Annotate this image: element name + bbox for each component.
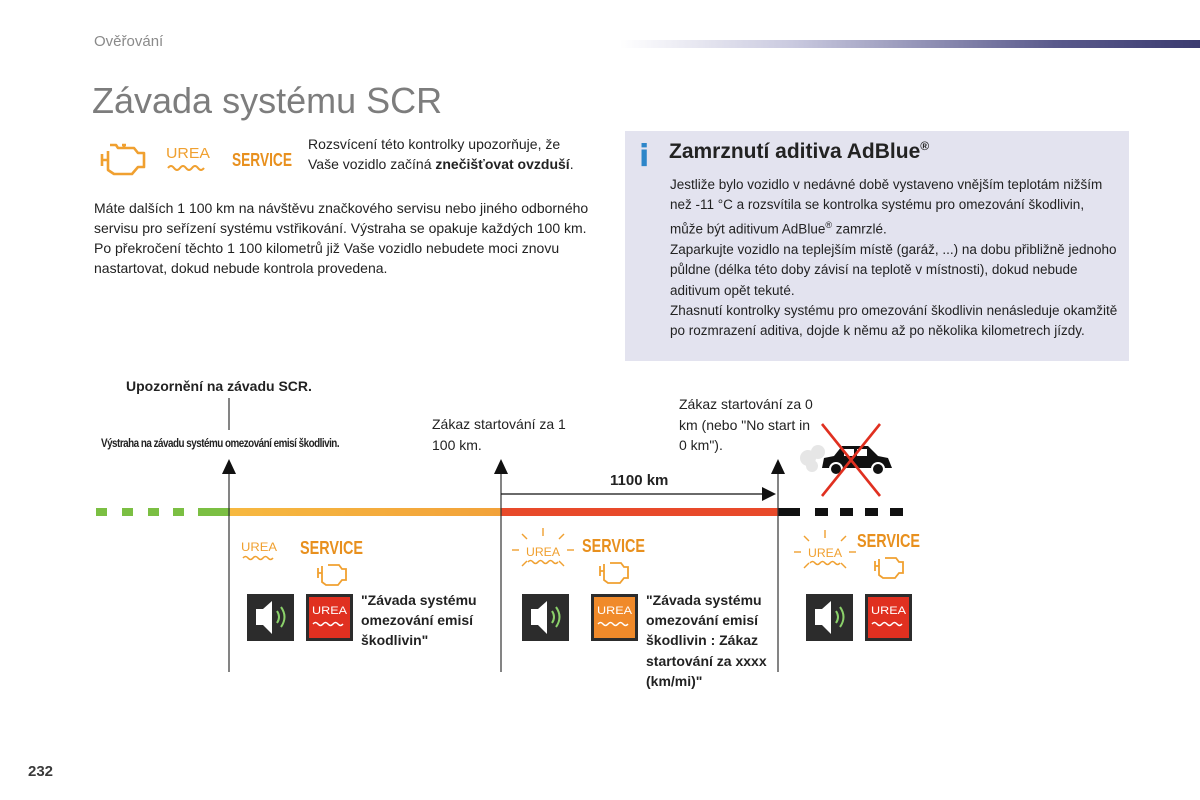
info-box-body: Jestliže bylo vozidlo v nedávné době vys… (670, 175, 1120, 341)
marker-arrow-icons (222, 459, 785, 474)
body-paragraph-1: Máte dalších 1 100 km na návštěvu značko… (94, 200, 589, 236)
stage2-warning-icons: UREA SERVICE (512, 528, 645, 584)
urea-wave-icon (167, 165, 205, 171)
section-label: Ověřování (94, 33, 164, 50)
stage2-service-text: SERVICE (582, 536, 645, 556)
urea-display-text-2: UREA (597, 605, 633, 617)
stage1-warning-icons: UREA SERVICE (241, 538, 363, 586)
info-title-text: Zamrznutí aditiva AdBlue (669, 140, 921, 163)
stage2-urea-text: UREA (526, 545, 560, 559)
speaker-icon-3 (806, 594, 853, 641)
stage1-service-text: SERVICE (300, 538, 363, 558)
stage3-urea-text: UREA (808, 546, 842, 560)
urea-display-red-icon-2: UREA (865, 594, 912, 641)
no-start-car-icon (800, 423, 892, 497)
body-text: Máte dalších 1 100 km na návštěvu značko… (94, 198, 604, 278)
timeline-message-1: "Závada systému omezování emisí škodlivi… (361, 592, 477, 649)
timeline-black-dashes (778, 508, 903, 516)
info-paragraph-1: Jestliže bylo vozidlo v nedávné době vys… (670, 175, 1120, 240)
body-paragraph-2: Po překročení těchto 1 100 kilometrů již… (94, 240, 560, 276)
timeline-message-2: "Závada systému omezování emisí škodlivi… (646, 592, 767, 689)
distance-arrow-head-icon (762, 487, 776, 501)
speaker-icon (247, 594, 294, 641)
info-icon: i (639, 139, 650, 174)
intro-text-bold: znečišťovat ovzduší (435, 156, 570, 172)
intro-text-1: Rozsvícení této kontrolky upozorňuje, že… (308, 136, 561, 172)
timeline-label-scr: Upozornění na závadu SCR. (126, 378, 312, 394)
stage2-engine-icon (599, 562, 629, 584)
speaker-icon-2 (522, 594, 569, 641)
engine-icon (100, 143, 146, 176)
timeline-label-zakaz-0: Zákaz startování za 0 km (nebo "No start… (679, 396, 813, 453)
timeline-label-vystraha: Výstraha na závadu systému omezování emi… (101, 436, 340, 450)
page-number: 232 (28, 763, 54, 780)
urea-display-orange-icon: UREA (591, 594, 638, 641)
distance-label: 1100 km (610, 472, 668, 489)
urea-display-red-icon: UREA (306, 594, 353, 641)
info-box-title: Zamrznutí aditiva AdBlue® (669, 139, 929, 164)
header-gradient-bar (620, 40, 1200, 48)
stage1-engine-icon (317, 564, 347, 586)
info-box: i Zamrznutí aditiva AdBlue® Jestliže byl… (625, 131, 1129, 361)
info-p1-b: zamrzlé. (831, 221, 887, 237)
page-title: Závada systému SCR (92, 80, 443, 121)
info-paragraph-3: Zhasnutí kontrolky systému pro omezování… (670, 302, 1118, 338)
timeline-orange-segment (230, 508, 501, 516)
timeline-label-zakaz-1100: Zákaz startování za 1 100 km. (432, 416, 566, 453)
stage1-urea-text: UREA (241, 540, 277, 554)
info-p1-a: Jestliže bylo vozidlo v nedávné době vys… (670, 177, 1103, 237)
info-title-sup: ® (920, 139, 930, 153)
urea-display-text-3: UREA (871, 605, 907, 617)
service-icon-text: SERVICE (232, 150, 292, 170)
stage3-engine-icon (874, 557, 904, 579)
urea-display-text-1: UREA (312, 605, 348, 617)
stage3-service-text: SERVICE (857, 531, 920, 551)
timeline-red-segment (501, 508, 778, 516)
intro-text: Rozsvícení této kontrolky upozorňuje, že… (308, 134, 588, 174)
timeline-markers (228, 398, 779, 672)
timeline-green-dashes (96, 508, 230, 516)
warning-icons: UREA SERVICE (100, 143, 292, 176)
stage3-warning-icons: UREA SERVICE (794, 530, 920, 579)
intro-text-2: . (569, 156, 574, 172)
info-paragraph-2: Zaparkujte vozidlo na teplejším místě (g… (670, 242, 1117, 298)
urea-icon-text: UREA (166, 145, 210, 162)
info-p1-sup: ® (825, 220, 832, 231)
